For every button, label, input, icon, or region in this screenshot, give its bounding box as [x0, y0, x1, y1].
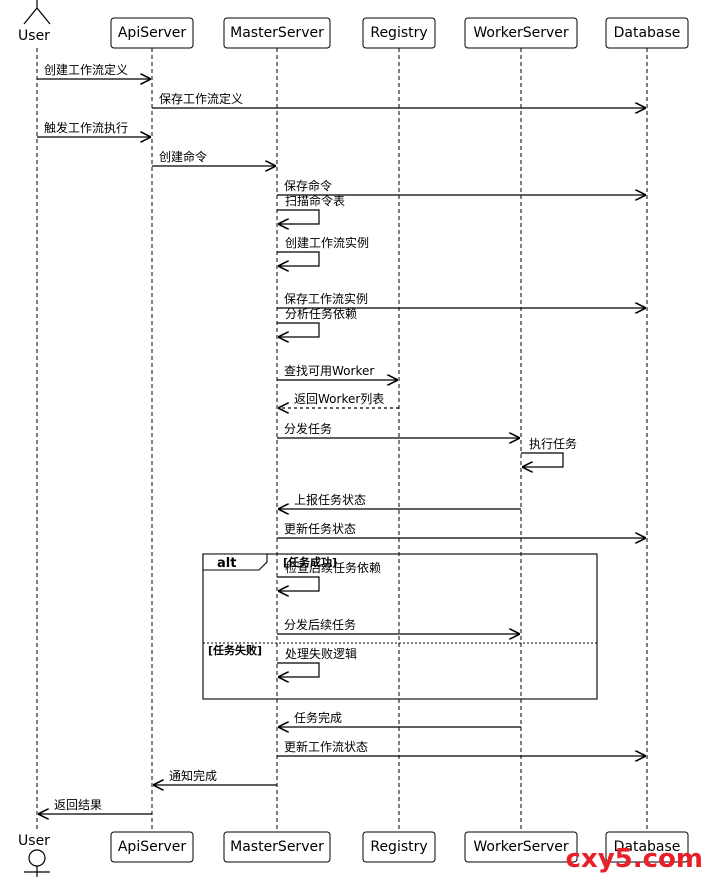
message-label: 查找可用Worker — [284, 364, 374, 378]
message-label: 任务完成 — [294, 710, 342, 725]
self-message-arrow — [277, 322, 320, 337]
message-label: 保存命令 — [284, 178, 332, 193]
message: 任务完成 — [278, 710, 521, 727]
participant-label: WorkerServer — [473, 25, 568, 41]
participant-api-bottom[interactable]: ApiServer — [110, 831, 194, 863]
participant-db-bottom[interactable]: Database — [605, 831, 689, 863]
message: 分发后续任务 — [277, 617, 520, 634]
participant-worker-bottom[interactable]: WorkerServer — [464, 831, 578, 863]
message: 创建工作流实例 — [277, 235, 369, 266]
self-message-arrow — [277, 251, 320, 266]
message: 触发工作流执行 — [37, 120, 151, 137]
message: 查找可用Worker — [277, 364, 398, 380]
participant-label: WorkerServer — [473, 839, 568, 855]
message-label: 创建工作流定义 — [44, 62, 128, 77]
message: 保存工作流实例 — [277, 291, 646, 308]
alt-tab — [202, 553, 268, 571]
participant-master-top[interactable]: MasterServer — [223, 17, 331, 49]
message: 处理失败逻辑 — [277, 646, 357, 677]
participant-label: Database — [614, 839, 681, 855]
actor-top[interactable]: User — [18, 0, 51, 44]
message-label: 分发任务 — [284, 421, 332, 436]
participant-label: User — [18, 833, 50, 849]
message-label: 执行任务 — [529, 436, 577, 451]
alt-fragment — [202, 553, 598, 700]
alt-condition: [任务成功] — [283, 555, 337, 569]
participant-label: Registry — [370, 25, 427, 41]
message-label: 分发后续任务 — [284, 617, 356, 632]
message: 分析任务依赖 — [277, 306, 357, 337]
message-label: 检查后续任务依赖 — [285, 560, 381, 575]
self-message-arrow — [277, 662, 320, 677]
message: 扫描命令表 — [277, 193, 345, 224]
actor-bottom[interactable]: User — [18, 833, 50, 877]
message: 返回结果 — [38, 798, 152, 814]
self-message-arrow — [521, 452, 564, 467]
message: 保存工作流定义 — [152, 91, 646, 108]
message: 更新任务状态 — [277, 521, 646, 538]
participant-label: MasterServer — [230, 25, 324, 41]
participant-label: MasterServer — [230, 839, 324, 855]
message-label: 通知完成 — [169, 768, 217, 783]
message-label: 扫描命令表 — [285, 193, 345, 208]
message: 分发任务 — [277, 421, 520, 438]
self-message-arrow — [277, 576, 320, 591]
message: 通知完成 — [153, 768, 277, 785]
self-message-arrow — [277, 209, 320, 224]
message-label: 返回Worker列表 — [294, 392, 384, 406]
participant-label: Database — [614, 25, 681, 41]
message: 创建命令 — [152, 149, 276, 166]
participant-worker-top[interactable]: WorkerServer — [464, 17, 578, 49]
alt-keyword: alt — [217, 556, 236, 571]
message-label: 保存工作流定义 — [159, 91, 243, 106]
message-label: 处理失败逻辑 — [285, 646, 357, 661]
message: 执行任务 — [521, 436, 577, 467]
watermark: cxy5.com — [566, 844, 703, 874]
message: 保存命令 — [277, 178, 646, 195]
message: 返回Worker列表 — [278, 392, 399, 408]
participant-master-bottom[interactable]: MasterServer — [223, 831, 331, 863]
participant-db-top[interactable]: Database — [605, 17, 689, 49]
participant-registry-bottom[interactable]: Registry — [362, 831, 436, 863]
message-label: 更新工作流状态 — [284, 739, 368, 754]
message: 更新工作流状态 — [277, 739, 646, 756]
message-label: 更新任务状态 — [284, 521, 356, 536]
participant-label: ApiServer — [118, 25, 187, 41]
participant-registry-top[interactable]: Registry — [362, 17, 436, 49]
message-label: 触发工作流执行 — [44, 120, 128, 135]
participant-api-top[interactable]: ApiServer — [110, 17, 194, 49]
message-label: 创建工作流实例 — [285, 235, 369, 250]
participant-label: Registry — [370, 839, 427, 855]
message-label: 保存工作流实例 — [284, 291, 368, 306]
message: 上报任务状态 — [278, 492, 521, 509]
message-label: 分析任务依赖 — [285, 306, 357, 321]
message: 检查后续任务依赖 — [277, 560, 381, 591]
participant-label: ApiServer — [118, 839, 187, 855]
message-label: 创建命令 — [159, 149, 207, 164]
alt-condition: [任务失败] — [208, 643, 262, 657]
message-label: 返回结果 — [54, 798, 102, 812]
message: 创建工作流定义 — [37, 62, 151, 79]
participant-label: User — [18, 28, 50, 44]
message-label: 上报任务状态 — [294, 492, 366, 507]
